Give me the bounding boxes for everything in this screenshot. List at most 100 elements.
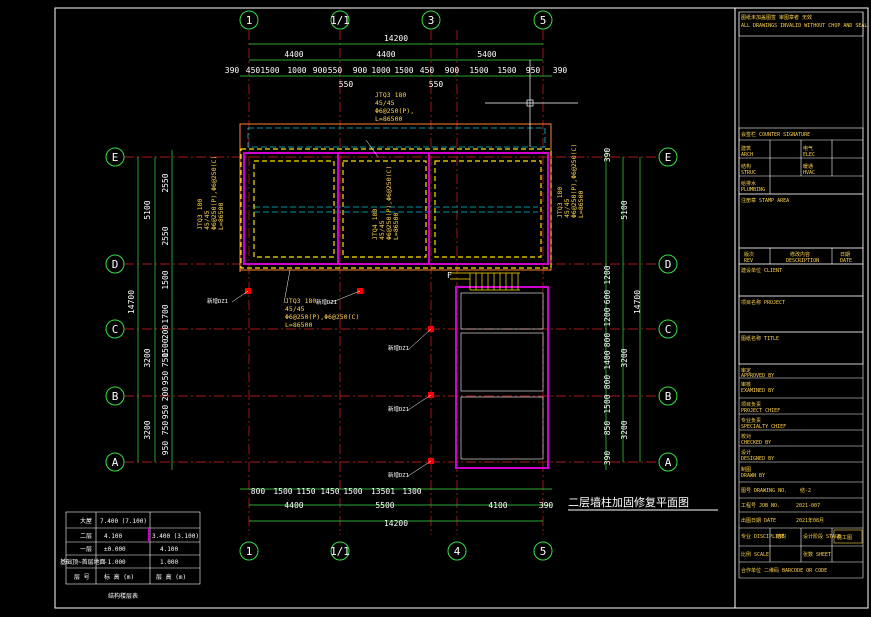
dim-top-detail-3: 1000 (287, 66, 306, 75)
svg-text:张数 SHEET: 张数 SHEET (803, 551, 831, 558)
svg-text:设计: 设计 (741, 449, 751, 456)
dim-bottom-detail-5: 13501 (371, 487, 395, 496)
svg-text:STRUC: STRUC (741, 170, 756, 176)
title-block: 图纸未加盖图签 审图章者 无效 ALL DRAWINGS INVALID WIT… (738, 11, 867, 579)
svg-text:E: E (665, 151, 672, 164)
svg-text:Φ6@250(P),Φ6@250(C): Φ6@250(P),Φ6@250(C) (570, 144, 578, 218)
svg-text:专业 DISCIPLINE: 专业 DISCIPLINE (741, 533, 784, 540)
beam-annotation-mid-1: JTQ3 180 (285, 297, 316, 305)
svg-text:4.100: 4.100 (160, 546, 178, 553)
dim-top-extra-1: 550 (429, 80, 444, 89)
axis-bubble-left-D: D (105, 254, 125, 274)
svg-text:JTQ4 180: JTQ4 180 (371, 209, 379, 240)
svg-text:DRAWN BY: DRAWN BY (741, 473, 765, 479)
axis-bubble-bottom-5: 5 (533, 541, 553, 561)
dim-right-inner-5: 1400 (603, 350, 612, 369)
column-tag-1: 新增DZ1 (207, 297, 228, 305)
dim-right-outer-0: 5100 (620, 200, 629, 219)
dim-bottom-detail-0: 800 (251, 487, 266, 496)
svg-text:JTQ3 180: JTQ3 180 (556, 187, 564, 218)
beam-band-top (247, 127, 546, 148)
svg-text:1/1: 1/1 (330, 14, 350, 27)
dim-top-detail-10: 900 (445, 66, 460, 75)
svg-text:ALL DRAWINGS INVALID WITHOUT C: ALL DRAWINGS INVALID WITHOUT CHOP AND SE… (741, 23, 867, 29)
svg-text:3.400 (3.100): 3.400 (3.100) (152, 533, 199, 540)
svg-text:制图: 制图 (741, 466, 751, 473)
wall-upper (243, 152, 549, 265)
svg-text:二层: 二层 (80, 533, 92, 540)
svg-text:45/45: 45/45 (563, 198, 571, 218)
svg-text:PROJECT CHIEF: PROJECT CHIEF (741, 408, 780, 414)
rebar-room-2 (342, 160, 427, 258)
axis-bubble-top-1/1: 1/1 (330, 10, 350, 30)
svg-text:比例 SCALE: 比例 SCALE (741, 551, 769, 558)
svg-text:一层: 一层 (80, 546, 92, 553)
dim-right-outer-3: 3200 (620, 420, 629, 439)
svg-text:A: A (112, 456, 119, 469)
dim-left-inner-7: 950 (161, 371, 170, 386)
dim-top-detail-4: 900 (313, 66, 328, 75)
axis-bubble-right-E: E (658, 147, 678, 167)
axis-bubble-top-3: 3 (421, 10, 441, 30)
axis-bubble-right-C: C (658, 319, 678, 339)
dim-top-bay-1: 4400 (376, 50, 395, 59)
axis-bubble-left-E: E (105, 147, 125, 167)
dim-right-inner-2: 600 (603, 290, 612, 305)
svg-text:结-2: 结-2 (800, 487, 811, 494)
svg-text:项目名称 PROJECT: 项目名称 PROJECT (741, 299, 785, 306)
dim-top-detail-14: 390 (553, 66, 568, 75)
svg-text:DATE: DATE (840, 258, 852, 264)
beam-annotation-left: JTQ3 180 45/45 Φ6@250(P),Φ6@250(C) L=865… (196, 156, 225, 230)
beam-annotation-mid-2: 45/45 (285, 305, 305, 313)
dim-left-inner-0: 2550 (161, 173, 170, 192)
beam-annotation-top-4: L=86500 (375, 115, 402, 123)
svg-text:2021-007: 2021-007 (796, 503, 820, 509)
svg-text:日期: 日期 (840, 252, 850, 258)
dim-right-inner-1: 1200 (603, 265, 612, 284)
dim-bottom-bay-3: 390 (539, 501, 554, 510)
svg-text:给排水: 给排水 (741, 180, 756, 187)
svg-text:电气: 电气 (803, 145, 813, 152)
dim-left-inner-11: 950 (161, 441, 170, 456)
dim-top-detail-6: 900 (353, 66, 368, 75)
svg-text:EXAMINED BY: EXAMINED BY (741, 388, 774, 394)
dim-right-inner-3: 1200 (603, 307, 612, 326)
svg-text:审定: 审定 (741, 367, 751, 374)
dim-left-outer-0: 5100 (143, 200, 152, 219)
axis-bubble-right-A: A (658, 452, 678, 472)
svg-text:E: E (112, 151, 119, 164)
svg-text:CHECKED BY: CHECKED BY (741, 440, 771, 446)
svg-text:APPROVED BY: APPROVED BY (741, 373, 774, 379)
axis-bubble-bottom-1: 1 (239, 541, 259, 561)
beam-annotation-right: JTQ3 180 45/45 Φ6@250(P),Φ6@250(C) L=865… (556, 144, 585, 218)
svg-text:图纸未加盖图签 审图章者 无效: 图纸未加盖图签 审图章者 无效 (741, 14, 812, 21)
dim-bottom-detail-6: 1300 (402, 487, 421, 496)
svg-text:ARCH: ARCH (741, 152, 753, 158)
column-tag-4: 新增DZ1 (388, 405, 409, 413)
svg-text:-1.000: -1.000 (104, 559, 126, 566)
dim-bottom-detail-2: 1150 (296, 487, 315, 496)
sheet-frame (54, 7, 869, 609)
dim-left-inner-2: 1500 (161, 270, 170, 289)
svg-text:Φ6@250(P),Φ6@250(C): Φ6@250(P),Φ6@250(C) (385, 166, 393, 240)
svg-text:D: D (112, 258, 119, 271)
dim-top-detail-0: 390 (225, 66, 240, 75)
dim-left-inner-6: 750 (161, 353, 170, 368)
svg-text:建筑: 建筑 (741, 145, 751, 152)
stage-highlight (833, 529, 863, 544)
svg-text:4: 4 (454, 545, 461, 558)
dim-right-outer-1: 14700 (633, 290, 642, 314)
svg-text:C: C (665, 323, 672, 336)
svg-text:4.100: 4.100 (104, 533, 122, 540)
dim-bottom-bay-1: 5500 (375, 501, 394, 510)
stair-mark: F (447, 271, 452, 280)
svg-text:层 高 (m): 层 高 (m) (156, 573, 186, 581)
svg-text:1/1: 1/1 (330, 545, 350, 558)
dim-left-inner-1: 2550 (161, 226, 170, 245)
beam-annotation-center: JTQ4 180 45/45 Φ6@250(P),Φ6@250(C) L=865… (371, 166, 400, 240)
beam-annotation-mid-4: L=86500 (285, 321, 312, 329)
svg-text:45/45: 45/45 (378, 220, 386, 240)
dim-bottom-detail-3: 1450 (320, 487, 339, 496)
dim-right-inner-7: 1500 (603, 394, 612, 413)
